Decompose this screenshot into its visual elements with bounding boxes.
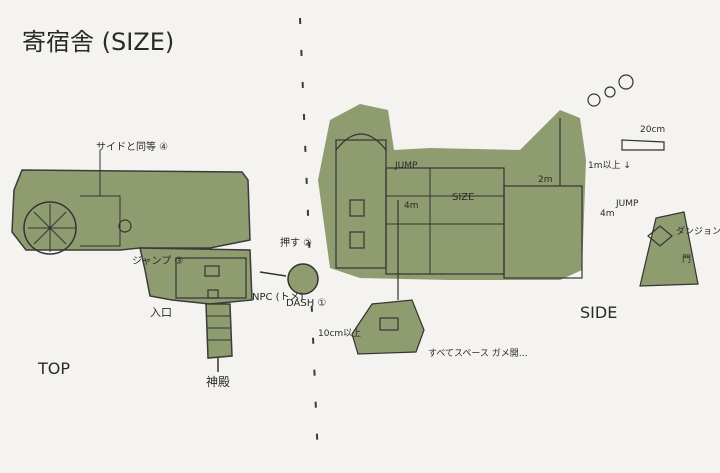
view-label-side: SIDE: [580, 303, 617, 322]
label-shrine: 神殿: [206, 375, 230, 389]
label-side-20cm: 20cm: [640, 125, 665, 135]
sheet-title: 寄宿舎 (SIZE): [22, 28, 174, 56]
top-bridge: [205, 303, 233, 359]
smoke-puff: [587, 93, 601, 107]
side-view: JUMP 4m SIZE 1m以上 ↓ 2m 20cm JUMP 4m ダンジョ…: [318, 74, 720, 359]
label-ledge: 10cm以上: [318, 328, 361, 339]
label-side-gate: 門: [682, 254, 691, 265]
top-main-block: [11, 169, 251, 251]
label-npc: NPC (トメ): [252, 292, 304, 303]
figure-icon: [118, 219, 132, 233]
right-section: [503, 185, 583, 279]
view-label-top: TOP: [37, 359, 70, 378]
label-space-note: すべてスペース ガメ開…: [428, 348, 528, 359]
label-side-4m-right: 4m: [600, 209, 615, 219]
label-side-sign: SIZE: [452, 192, 474, 203]
ledge-block: [351, 299, 425, 355]
label-side-jump: JUMP: [394, 161, 418, 171]
top-view: サイドと同等 ④ ジャンプ ③ 入口 NPC (トメ) 押す ② DASH ① …: [11, 140, 326, 389]
label-entrance: 入口: [150, 306, 172, 319]
label-side-4m: 4m: [404, 201, 419, 211]
label-side-1m: 1m以上 ↓: [588, 160, 631, 171]
top-annex: [139, 247, 253, 305]
label-side-2m: 2m: [538, 175, 553, 185]
dash-circle: [287, 263, 319, 295]
label-dash: DASH ①: [286, 298, 326, 309]
label-push: 押す ②: [280, 236, 312, 249]
plank: [621, 139, 665, 151]
label-jump-stairs: ジャンプ ③: [132, 255, 183, 267]
label-top-wall: サイドと同等 ④: [96, 140, 168, 153]
label-side-dungeon: ダンジョン: [676, 225, 720, 237]
label-side-jump-right: JUMP: [615, 199, 639, 209]
